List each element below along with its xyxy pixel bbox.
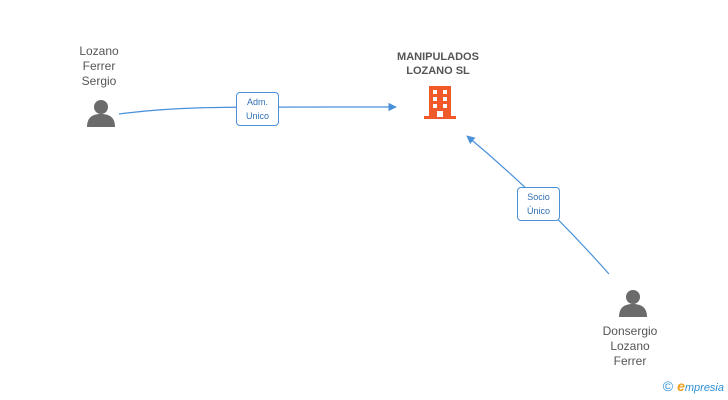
company-building-icon[interactable]	[424, 86, 456, 119]
relation-label-adm-unico: Adm. Unico	[236, 92, 279, 126]
person-icon[interactable]	[619, 290, 647, 317]
brand-logo: empresia	[677, 378, 724, 394]
company-name[interactable]: MANIPULADOS LOZANO SL	[397, 51, 479, 77]
relation-edge-adm-unico	[118, 102, 397, 115]
empresia-footer[interactable]: © empresia	[663, 378, 724, 394]
copyright-icon: ©	[662, 378, 674, 394]
person-icon[interactable]	[87, 100, 115, 127]
person-name-lozano-ferrer-sergio[interactable]: Lozano Ferrer Sergio	[79, 44, 119, 88]
person-name-donsergio-lozano-ferrer[interactable]: Donsergio Lozano Ferrer	[602, 324, 658, 368]
relation-label-socio-unico: Socio Único	[517, 187, 560, 221]
